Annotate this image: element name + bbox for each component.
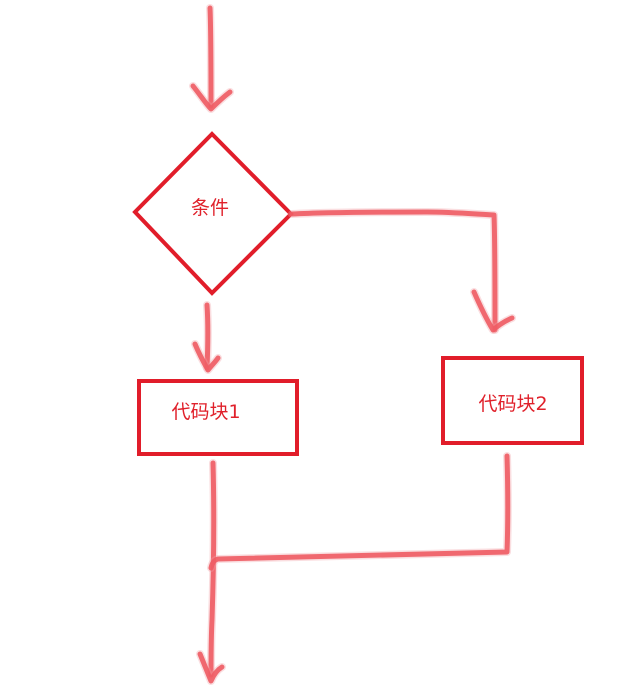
code-block-2-label: 代码块2	[478, 393, 547, 415]
condition-label: 条件	[191, 197, 229, 219]
merge-exit-arrow	[196, 452, 512, 685]
branch-arrow-right	[288, 208, 516, 334]
condition-diamond	[132, 131, 294, 296]
code-block-1	[137, 379, 299, 456]
branch-arrow-down	[191, 301, 222, 374]
code-block-1-label: 代码块1	[171, 401, 240, 423]
code-block-2	[441, 356, 584, 445]
entry-arrow	[189, 4, 234, 113]
